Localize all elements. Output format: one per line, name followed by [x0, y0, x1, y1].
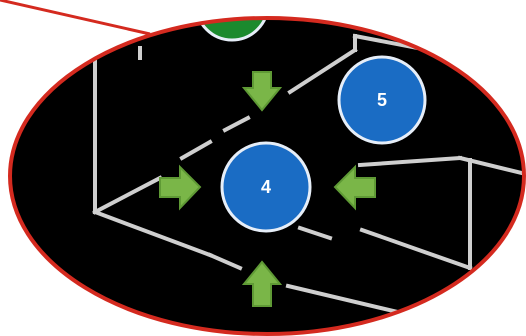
arrow-right-icon: [159, 164, 202, 211]
node-4: 4: [220, 141, 312, 233]
arrow-up-icon: [241, 260, 283, 307]
node-5-label: 5: [377, 90, 387, 110]
node-4-label: 4: [261, 177, 271, 197]
callout-pointer: [0, 0, 151, 36]
arrow-left-icon: [333, 164, 376, 211]
node-5: 5: [337, 55, 427, 145]
arrow-down-icon: [241, 71, 283, 112]
oval-frame: [8, 16, 526, 336]
arrow-group: [159, 71, 376, 307]
